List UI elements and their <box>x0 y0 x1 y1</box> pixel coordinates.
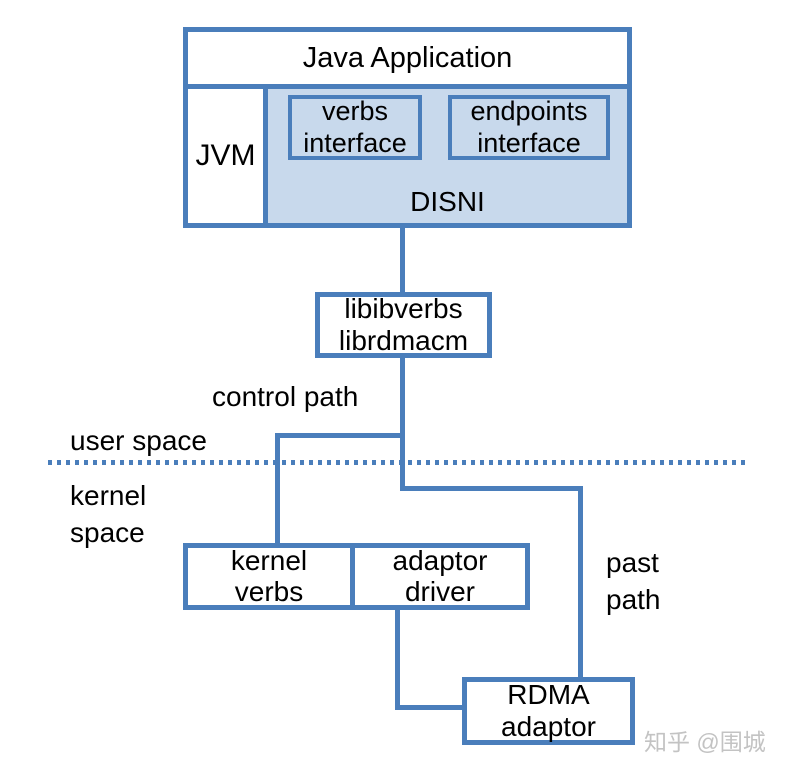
kernel-space-label: kernel space <box>70 480 147 548</box>
past-path-label: past path <box>606 547 661 615</box>
connector-disni-to-libibverbs <box>400 228 405 292</box>
verbs-interface-box: verbs interface <box>288 95 422 160</box>
user-kernel-space-divider-line <box>48 460 750 465</box>
java-application-stack-box: Java Application JVM verbs interface end… <box>183 27 632 228</box>
rdma-adaptor-box: RDMA adaptor <box>462 677 635 745</box>
jvm-disni-row: JVM verbs interface endpoints interface … <box>188 89 627 223</box>
endpoints-interface-box: endpoints interface <box>448 95 610 160</box>
kernel-verbs-adaptor-driver-box: kernel verbs adaptor driver <box>183 543 530 610</box>
connector-libibverbs-down <box>400 358 405 488</box>
user-space-label: user space <box>70 425 207 456</box>
connector-past-path-to-rdma-adaptor <box>578 486 583 677</box>
java-application-box: Java Application <box>188 32 627 89</box>
connector-branch-to-kernel-verbs <box>275 433 280 543</box>
connector-past-path-horizontal <box>400 486 583 491</box>
disni-box: verbs interface endpoints interface DISN… <box>268 89 627 223</box>
zhihu-watermark: 知乎 @围城 <box>644 729 766 755</box>
connector-adaptor-driver-down <box>395 610 400 710</box>
disni-label: DISNI <box>410 186 485 217</box>
jvm-box: JVM <box>188 89 268 223</box>
connector-control-path-branch <box>275 433 405 438</box>
connector-driver-to-rdma-adaptor <box>395 705 462 710</box>
libibverbs-librdmacm-box: libibverbs librdmacm <box>315 292 492 358</box>
control-path-label: control path <box>212 381 359 412</box>
adaptor-driver-box: adaptor driver <box>392 544 488 607</box>
kernel-verbs-box: kernel verbs <box>188 545 355 606</box>
